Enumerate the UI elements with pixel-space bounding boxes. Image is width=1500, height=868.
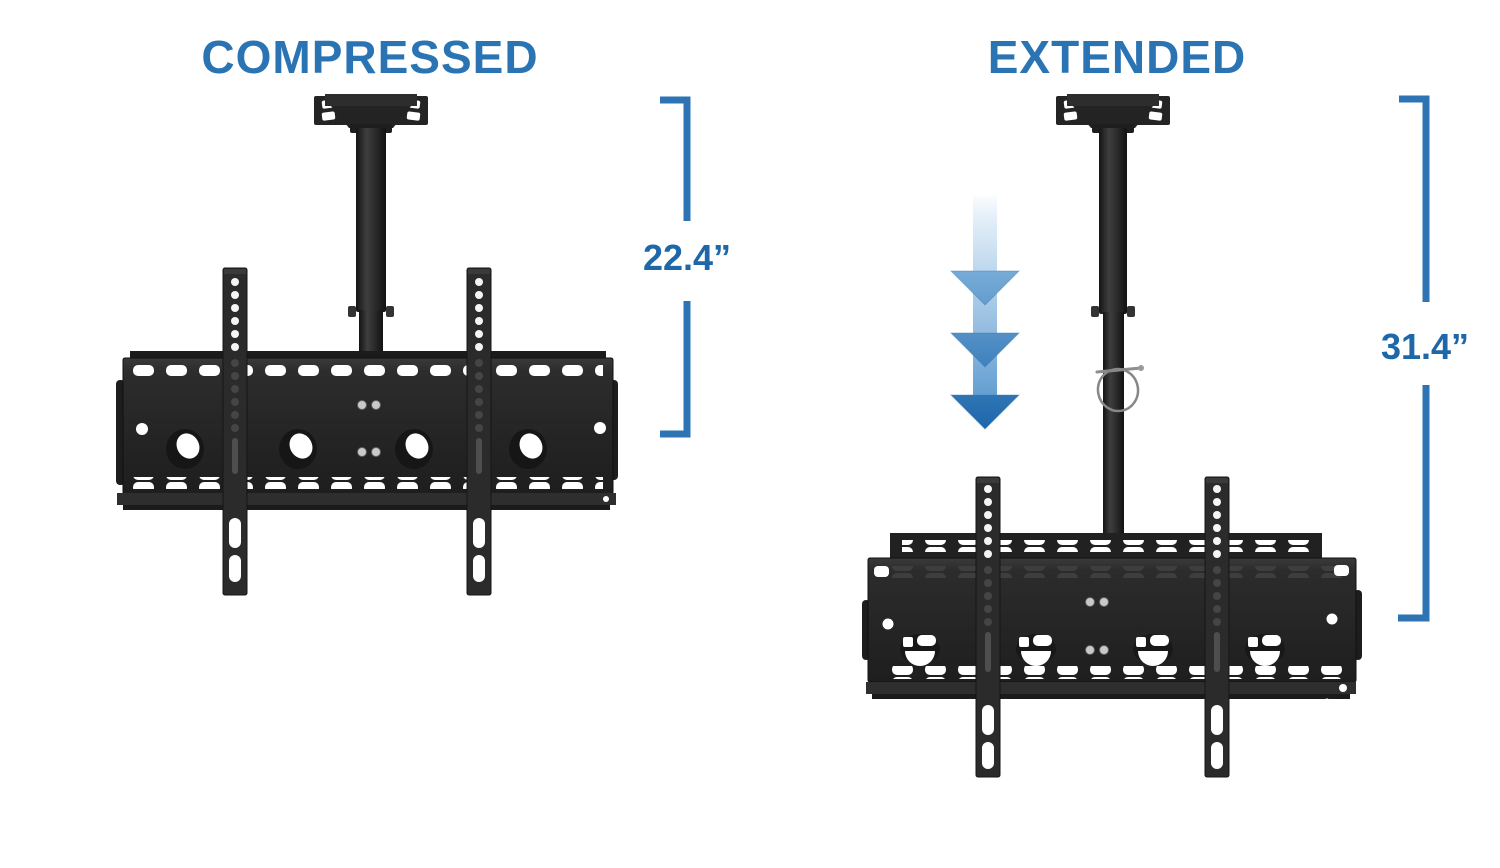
vesa-rail-right [466,267,492,596]
ceiling-tv-mount-compressed-illustration [116,94,618,596]
ceiling-plate [314,94,428,133]
ceiling-plate [1056,94,1170,133]
vesa-rail-right [1204,476,1230,778]
safety-ring [1095,365,1144,413]
extension-pole [348,128,394,362]
cable-hole [166,429,204,469]
dimension-bracket-compressed [660,96,691,438]
cable-hole [279,429,317,469]
compressed-measurement-label: 22.4” [642,237,732,278]
tv-mounting-plate [862,533,1362,704]
collar-knob [1091,306,1099,317]
vesa-rail-left [975,476,1001,778]
ceiling-tv-mount-extended-illustration [862,94,1362,778]
collar-knob [348,306,356,317]
compressed-state-title: COMPRESSED [201,31,539,83]
extension-pole [1091,128,1135,574]
center-screws [357,400,381,457]
cable-hole [395,429,433,469]
cable-hole [509,429,547,469]
extended-measurement-label: 31.4” [1380,326,1470,367]
vesa-rail-left [222,267,248,596]
center-screws [1085,597,1109,655]
collar-knob [1127,306,1135,317]
dimension-bracket-extended [1398,95,1430,622]
triple-down-arrow-icon [949,196,1021,430]
collar-knob [386,306,394,317]
extended-state-title: EXTENDED [987,31,1247,83]
tv-mounting-plate [116,351,618,510]
